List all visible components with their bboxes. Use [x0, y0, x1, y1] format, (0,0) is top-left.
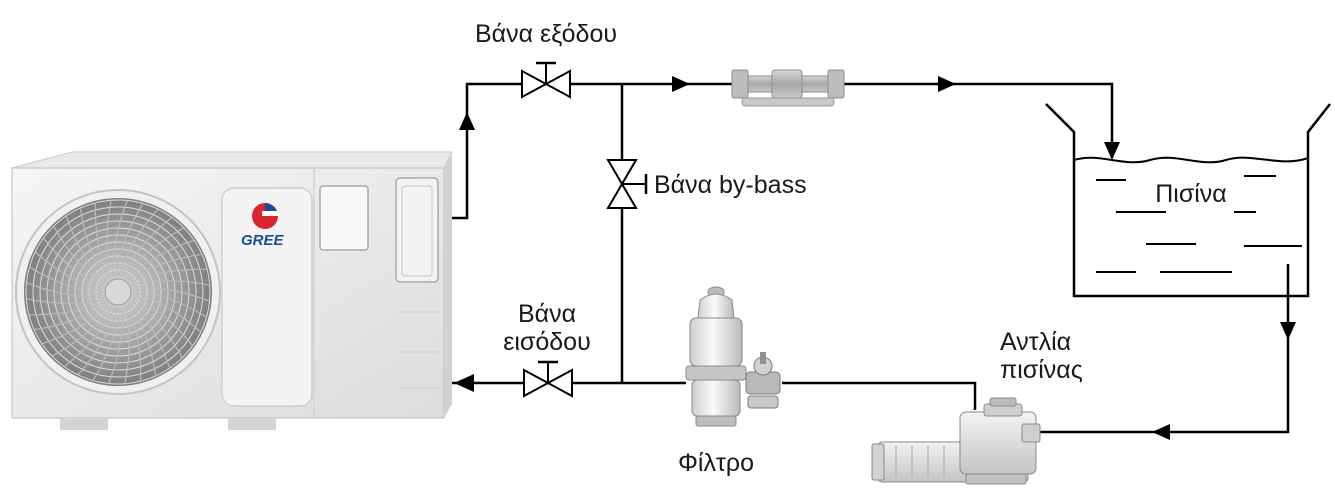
pool [1045, 103, 1331, 298]
pool-pump [871, 397, 1041, 485]
bypass-valve [606, 159, 648, 209]
brand-label: GREE [241, 232, 285, 249]
outlet-valve [521, 61, 571, 99]
pool-label: Πισίνα [1155, 180, 1227, 208]
inline-heater [731, 69, 845, 107]
filter-label: Φίλτρο [678, 449, 754, 477]
inlet-valve-label-line2: εισόδου [503, 328, 591, 356]
connection-box [319, 185, 369, 251]
pump-label-line2: πισίνας [1000, 356, 1083, 384]
piping [452, 82, 1290, 434]
flow-arrow-down-icon [1104, 142, 1120, 160]
pump-label-line1: Αντλία [1000, 328, 1071, 356]
flow-arrow-right-icon [938, 76, 956, 92]
service-panel [395, 177, 439, 283]
pool-filter [685, 286, 781, 427]
water-surface [1073, 156, 1309, 164]
inlet-valve [523, 360, 573, 398]
flow-arrow-up-icon [459, 112, 475, 130]
flow-arrow-right-icon [672, 76, 690, 92]
bypass-valve-label: Βάνα by-bass [654, 171, 807, 199]
front-panel [221, 187, 313, 407]
flow-arrow-left-icon [454, 374, 474, 392]
flow-arrow-left-icon [1152, 424, 1170, 440]
inlet-valve-label-line1: Βάνα [518, 300, 576, 328]
gree-logo: GREE [241, 203, 285, 249]
flow-arrows [454, 76, 1296, 440]
outlet-valve-label: Βάνα εξόδου [475, 20, 617, 48]
heat-pump-unit: GREE [11, 151, 453, 430]
flow-arrow-down-icon [1280, 322, 1296, 340]
